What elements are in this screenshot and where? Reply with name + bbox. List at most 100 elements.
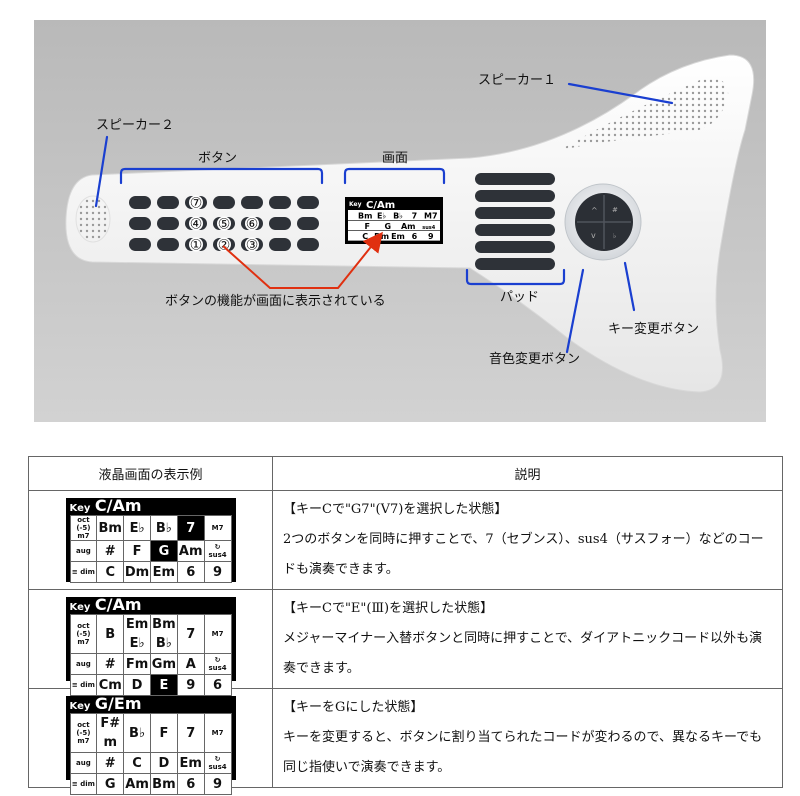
button-number-badge [217,237,231,252]
lcd-chord-cell: ≡ dim [69,674,98,696]
chord-button[interactable] [269,217,291,230]
chord-button[interactable] [157,196,179,209]
pad-slot[interactable] [475,173,555,185]
speaker-2-grille [75,195,111,243]
button-number: ⑦ [190,196,203,212]
screen-cell: C [362,232,368,241]
lcd-chord-label: G/Em [94,694,142,713]
function-arrow [222,231,383,289]
chord-button[interactable] [269,196,291,209]
screen-bracket [343,167,446,185]
chord-button[interactable] [129,217,151,230]
lcd-chord-cell: C [96,561,125,583]
lcd-chord-cell: Am [176,540,205,562]
lcd-chord-cell: Gm [149,653,178,675]
lcd-chord-cell: G [149,540,178,562]
lcd-chord-cell: 7 [176,515,205,541]
buttons-bracket [119,167,324,185]
button-number-badge [245,237,259,252]
lcd-chord-cell: 6 [203,674,232,696]
sharp-icon[interactable]: # [612,206,618,214]
chord-button[interactable] [241,196,263,209]
button-number: ④ [190,217,203,233]
chord-button[interactable] [157,238,179,251]
pad-slot[interactable] [475,224,555,236]
key-change-button-label: キー変更ボタン [608,321,699,337]
description-body: 2つのボタンを同時に押すことで、7（セブンス）、sus4（サスフォー）などのコー… [283,532,764,577]
pad-slot[interactable] [475,258,555,270]
screen-cell: 7 [412,212,418,221]
header-description: 説明 [272,456,783,491]
lcd-key-label: Key [69,701,91,712]
description-title: 【キーをGにした状態】 [283,700,424,715]
lcd-chord-cell: E [149,674,178,696]
lcd-key-line: Key C/Am [70,595,142,614]
chord-button[interactable] [297,196,319,209]
speaker-1-label: スピーカー１ [478,73,556,88]
chord-button[interactable] [129,196,151,209]
screen-cell: F [365,222,370,231]
description-body: メジャーマイナー入替ボタンと同時に押すことで、ダイアトニックコード以外も演奏でき… [283,631,763,676]
pad-label: パッド [500,290,539,305]
lcd-chord-cell: 7 [176,713,205,753]
screen-cell: Bm [358,212,372,221]
lcd-chord-cell: B♭ [149,515,178,541]
chord-button[interactable] [157,217,179,230]
lcd-chord-label: C/Am [94,496,142,515]
lcd-chord-cell: Dm [123,561,151,583]
button-number: ① [190,238,203,254]
lcd-chord-cell: 6 [176,773,205,795]
chord-button[interactable] [297,217,319,230]
speaker-1-pointer [567,82,674,105]
lcd-chord-cell: # [96,752,125,774]
lcd-chord-cell: oct (-5) m7 [69,614,98,654]
lcd-chord-label: C/Am [94,595,142,614]
lcd-chord-cell: F [123,540,151,562]
button-number: ⑥ [246,217,259,233]
button-number-badge [217,216,231,231]
lcd-chord-cell: 9 [203,561,232,583]
flat-icon[interactable]: ♭ [613,232,616,240]
speaker-1-grille [560,78,729,150]
screen-cell: M7 [424,212,438,221]
lcd-chord-cell: ↻ sus4 [203,540,232,562]
tone-button-pointer [565,268,585,354]
description-cell: 【キーをGにした状態】キーを変更すると、ボタンに割り当てられたコードが変わるので… [272,688,783,788]
screen-cell: E♭ [377,212,386,221]
lcd-chord-cell: A [176,653,205,675]
chord-button[interactable] [269,238,291,251]
screen-cell: 9 [428,232,434,241]
pad-slot[interactable] [475,241,555,253]
screen-cell: 6 [412,232,418,241]
description-cell: 【キーCで"E"(Ⅲ)を選択した状態】メジャーマイナー入替ボタンと同時に押すこと… [272,589,783,689]
description-title: 【キーCで"E"(Ⅲ)を選択した状態】 [283,601,494,616]
lcd-chord-cell: Em [176,752,205,774]
arrow-down-icon[interactable]: v [591,231,596,240]
lcd-chord-cell: oct (-5) m7 [69,515,98,541]
header-lcd: 液晶画面の表示例 [28,456,273,491]
button-number-badge [189,216,203,231]
lcd-chord-cell: Em E♭ [123,614,151,654]
lcd-key-line: Key G/Em [69,694,142,713]
pad-slot[interactable] [475,190,555,202]
lcd-chord-cell: G [96,773,125,795]
pad-slot[interactable] [475,207,555,219]
chord-button[interactable] [297,238,319,251]
chord-button[interactable] [213,196,235,209]
screen-cell: B♭ [393,212,403,221]
lcd-chord-cell: Em [149,561,178,583]
screen-cell: G [384,222,391,231]
arrow-up-icon[interactable]: ^ [591,206,598,215]
chord-button[interactable] [129,238,151,251]
lcd-chord-cell: Bm [149,773,178,795]
button-function-label: ボタンの機能が画面に表示されている [165,294,386,309]
